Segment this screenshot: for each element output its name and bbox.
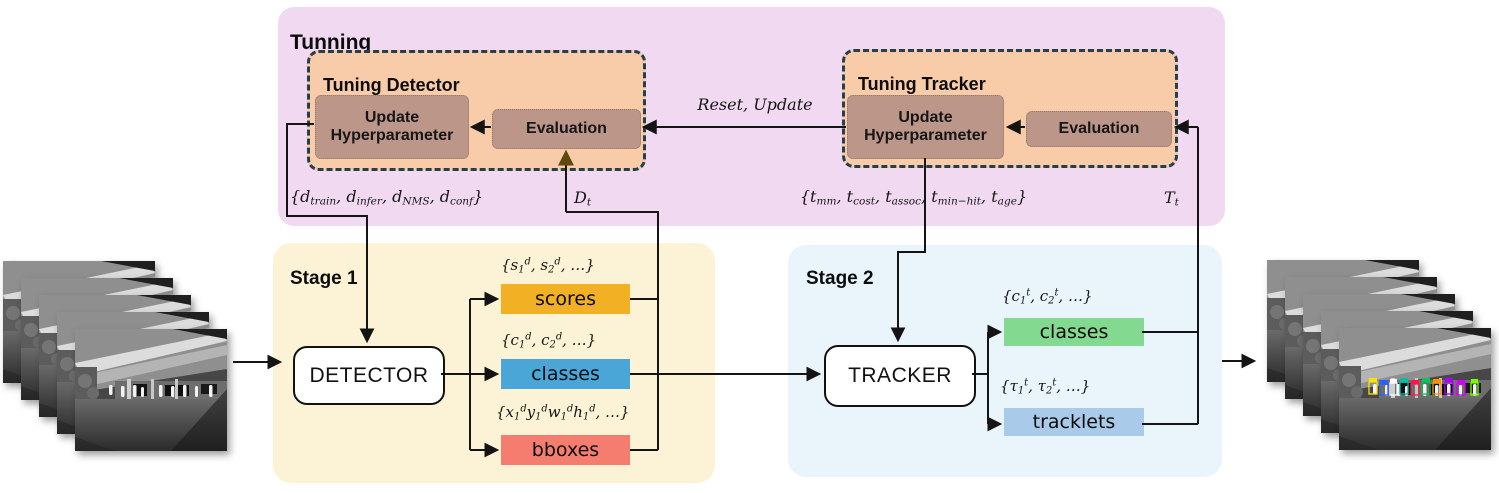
- detector-classes-chip: classes: [501, 359, 630, 389]
- tracker-hyperparams-label: {tmm, tcost, tassoc, tmin−hit, tage}: [799, 187, 1028, 208]
- stage1-region: Stage 1 DETECTOR {s1d, s2d, …} scores {c…: [273, 243, 715, 483]
- tracker-classes-chip: classes: [1004, 318, 1144, 346]
- stage1-title: Stage 1: [290, 267, 358, 289]
- evaluation-tracker-box: Evaluation: [1026, 111, 1172, 147]
- tuning-detector-panel: Tuning Detector Update Hyperparameter Ev…: [307, 50, 646, 171]
- detector-classes-formula: {c1d, c2d, …}: [501, 331, 597, 351]
- tuning-title: Tunning: [290, 31, 372, 55]
- tuning-detector-title: Tuning Detector: [323, 75, 460, 95]
- tracker-node: TRACKER: [824, 345, 976, 407]
- detector-node: DETECTOR: [293, 346, 445, 405]
- reset-update-label: Reset, Update: [697, 95, 813, 114]
- stage2-title: Stage 2: [806, 267, 874, 289]
- scores-chip: scores: [501, 284, 630, 314]
- thermal-frame: [75, 329, 227, 451]
- thermal-frame-with-tracked-bboxes: [1339, 328, 1491, 450]
- bboxes-chip: bboxes: [501, 435, 630, 465]
- stage2-region: Stage 2 TRACKER {c1t, c2t, …} classes {τ…: [788, 245, 1222, 477]
- tuning-tracker-title: Tuning Tracker: [858, 74, 986, 94]
- detector-hyperparams-label: {dtrain, dinfer, dNMS, dconf}: [290, 187, 484, 208]
- tracks-symbol-label: Tt: [1164, 188, 1179, 209]
- tracklets-formula: {τ1t, τ2t, …}: [1000, 377, 1091, 397]
- tracklets-chip: tracklets: [1004, 408, 1144, 436]
- scores-formula: {s1d, s2d, …}: [501, 256, 595, 276]
- update-hyperparameter-tracker-box: Update Hyperparameter: [847, 95, 1004, 159]
- update-hyperparameter-detector-box: Update Hyperparameter: [315, 95, 469, 159]
- tuning-region: Tunning Tuning Detector Update Hyperpara…: [278, 7, 1225, 226]
- detections-symbol-label: Dt: [574, 188, 592, 209]
- tracker-classes-formula: {c1t, c2t, …}: [1002, 287, 1093, 307]
- evaluation-detector-box: Evaluation: [492, 109, 641, 149]
- tuning-tracker-panel: Tuning Tracker Update Hyperparameter Eva…: [842, 49, 1178, 168]
- bboxes-formula: {x1dy1dw1dh1d, …}: [496, 403, 630, 423]
